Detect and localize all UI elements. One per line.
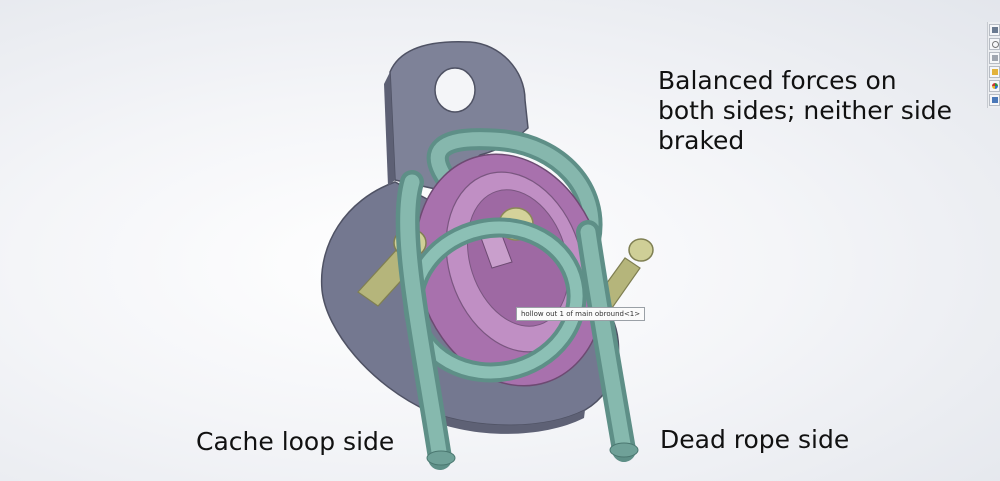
task-pane-strip — [987, 22, 1000, 108]
bracket-hole — [434, 67, 476, 113]
library-icon[interactable] — [989, 52, 1000, 64]
feature-tooltip: hollow out 1 of main obround<1> — [516, 307, 646, 321]
view-palette-icon[interactable] — [989, 80, 1000, 92]
custom-properties-icon[interactable] — [989, 94, 1000, 106]
annotation-balanced-forces: Balanced forces on both sides; neither s… — [658, 66, 953, 155]
annotation-dead-rope-side: Dead rope side — [660, 425, 850, 454]
annotation-cache-loop-side: Cache loop side — [196, 427, 395, 456]
file-explorer-icon[interactable] — [989, 66, 1000, 78]
resources-icon[interactable] — [989, 38, 1000, 50]
home-icon[interactable] — [989, 24, 1000, 36]
